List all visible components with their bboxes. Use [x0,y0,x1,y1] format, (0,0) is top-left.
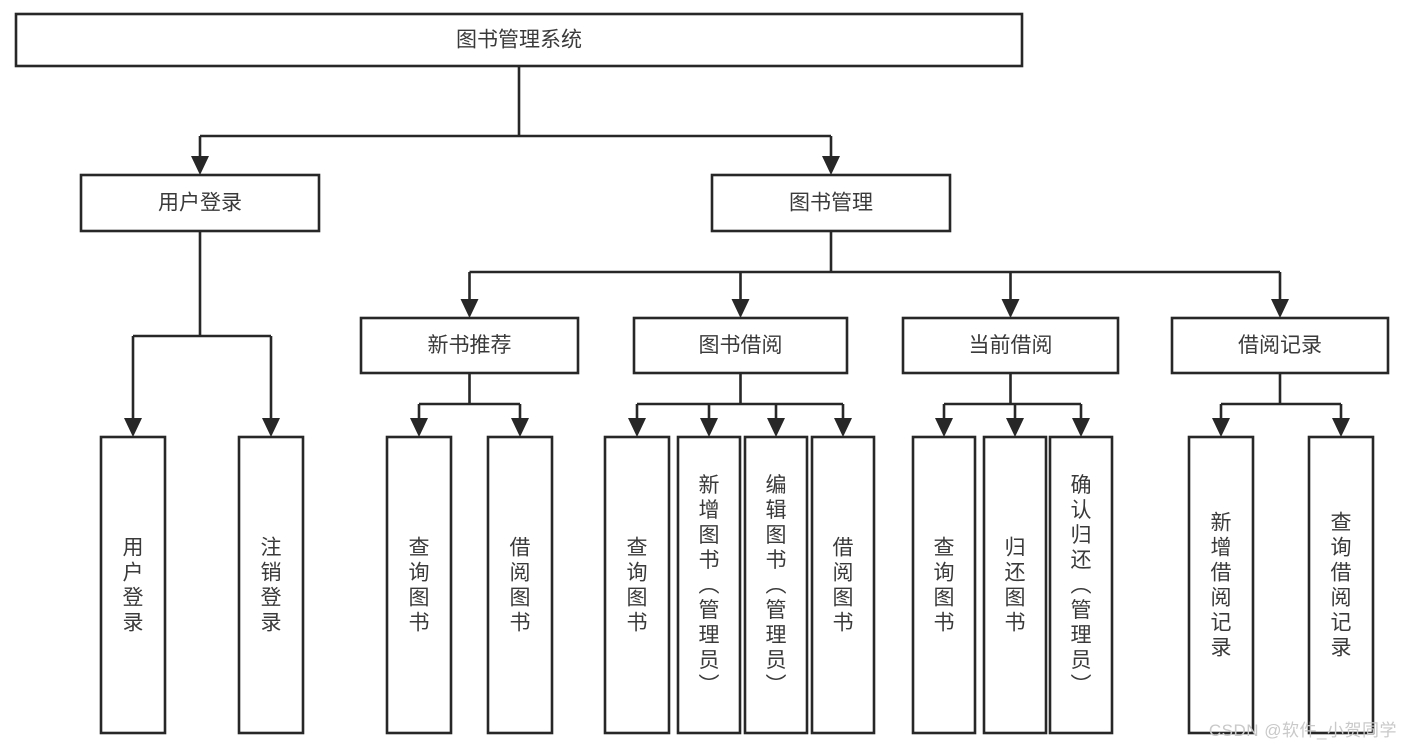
node-box-return-book [982,435,1048,735]
connector-new-book-recommend-to-query-book-recommend-arrowhead [410,418,428,437]
connector-book-mgmt-to-new-book-recommend-arrowhead [460,299,479,318]
node-label-add-borrow-record: 新增借阅记录 [1211,512,1232,660]
node-box-query-book-borrow [603,435,671,735]
node-box-new-book-recommend [359,316,580,375]
node-label-query-borrow-record: 查询借阅记录 [1331,512,1352,660]
node-layer: 图书管理系统用户登录图书管理用户登录注销登录新书推荐查询图书借阅图书图书借阅查询… [14,12,1390,735]
node-edit-book-admin[interactable]: 编辑图书︵管理员︶ [743,435,809,735]
connector-book-mgmt-to-book-borrow-arrowhead [731,299,750,318]
connector-user-login-to-user-login-do-arrowhead [124,418,142,437]
node-box-user-login [79,173,321,233]
node-root[interactable]: 图书管理系统 [14,12,1024,68]
node-label-confirm-return-admin: 确认归还︵管理员︶ [1071,474,1092,697]
node-borrow-records[interactable]: 借阅记录 [1170,316,1390,375]
connector-book-borrow-to-query-book-borrow-arrowhead [628,418,646,437]
node-box-root [14,12,1024,68]
node-label-return-book: 归还图书 [1005,537,1026,635]
connector-book-borrow-to-add-book-admin-arrowhead [700,418,718,437]
node-current-borrow[interactable]: 当前借阅 [901,316,1120,375]
node-label-query-book-borrow: 查询图书 [627,537,648,635]
node-add-borrow-record[interactable]: 新增借阅记录 [1187,435,1255,735]
node-borrow-book-do[interactable]: 借阅图书 [810,435,876,735]
node-label-book-borrow: 图书借阅 [699,334,783,357]
node-query-book-recommend[interactable]: 查询图书 [385,435,453,735]
node-label-root: 图书管理系统 [456,29,582,52]
node-box-book-management [710,173,952,233]
connector-root-to-book-management-arrowhead [822,156,840,175]
node-label-new-book-recommend: 新书推荐 [428,334,512,357]
connector-current-borrow-to-query-book-current-arrowhead [935,418,953,437]
node-label-current-borrow: 当前借阅 [969,334,1053,357]
node-box-user-logout [237,435,305,735]
connector-book-mgmt-to-borrow-records-arrowhead [1271,299,1289,318]
node-book-borrow[interactable]: 图书借阅 [632,316,849,375]
node-label-borrow-book-recommend: 借阅图书 [510,537,531,635]
node-box-query-borrow-record [1307,435,1375,735]
node-label-book-management: 图书管理 [789,192,873,215]
node-user-login[interactable]: 用户登录 [79,173,321,233]
node-label-user-login: 用户登录 [158,192,242,215]
node-box-user-login-do [99,435,167,735]
node-query-borrow-record[interactable]: 查询借阅记录 [1307,435,1375,735]
node-label-query-book-current: 查询图书 [934,537,955,635]
connector-book-borrow-to-edit-book-admin-arrowhead [767,418,785,437]
node-box-edit-book-admin [743,435,809,735]
node-label-query-book-recommend: 查询图书 [409,537,430,635]
node-box-current-borrow [901,316,1120,375]
node-label-borrow-records: 借阅记录 [1238,334,1322,357]
node-user-logout[interactable]: 注销登录 [237,435,305,735]
node-box-borrow-records [1170,316,1390,375]
node-label-user-login-do: 用户登录 [123,537,144,635]
connector-borrow-records-to-add-borrow-record-arrowhead [1212,418,1230,437]
node-label-borrow-book-do: 借阅图书 [833,537,854,635]
node-return-book[interactable]: 归还图书 [982,435,1048,735]
node-box-query-book-recommend [385,435,453,735]
connector-book-borrow-to-borrow-book-do-arrowhead [834,418,852,437]
node-query-book-borrow[interactable]: 查询图书 [603,435,671,735]
node-label-add-book-admin: 新增图书︵管理员︶ [699,474,720,697]
node-box-borrow-book-do [810,435,876,735]
node-box-add-book-admin [676,435,742,735]
node-add-book-admin[interactable]: 新增图书︵管理员︶ [676,435,742,735]
connector-user-login-to-user-logout-arrowhead [262,418,280,437]
node-new-book-recommend[interactable]: 新书推荐 [359,316,580,375]
node-label-edit-book-admin: 编辑图书︵管理员︶ [766,474,787,697]
connector-current-borrow-to-return-book-arrowhead [1006,418,1024,437]
node-borrow-book-recommend[interactable]: 借阅图书 [486,435,554,735]
node-box-confirm-return-admin [1048,435,1114,735]
node-box-book-borrow [632,316,849,375]
connector-layer [124,66,1350,437]
connector-root-to-user-login-arrowhead [191,156,209,175]
node-confirm-return-admin[interactable]: 确认归还︵管理员︶ [1048,435,1114,735]
connector-current-borrow-to-confirm-return-admin-arrowhead [1072,418,1090,437]
node-user-login-do[interactable]: 用户登录 [99,435,167,735]
node-box-add-borrow-record [1187,435,1255,735]
node-box-borrow-book-recommend [486,435,554,735]
watermark: CSDN @软件_小贺同学 [1208,721,1397,740]
node-label-user-logout: 注销登录 [261,537,282,635]
connector-book-mgmt-to-current-borrow-arrowhead [1001,299,1020,318]
node-box-query-book-current [911,435,977,735]
node-query-book-current[interactable]: 查询图书 [911,435,977,735]
node-book-management[interactable]: 图书管理 [710,173,952,233]
connector-new-book-recommend-to-borrow-book-recommend-arrowhead [511,418,529,437]
connector-borrow-records-to-query-borrow-record-arrowhead [1332,418,1350,437]
